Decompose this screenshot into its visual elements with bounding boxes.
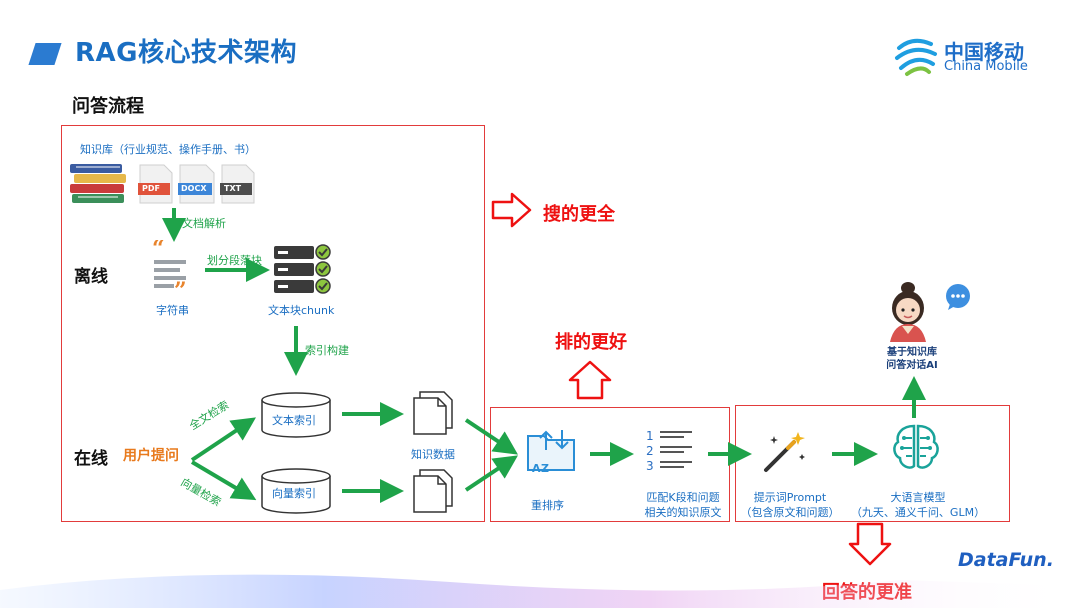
user-question-label: 用户提问: [123, 448, 179, 464]
text-index-db-icon: [261, 392, 331, 438]
page-title: RAG核心技术架构: [75, 38, 297, 68]
match-label-line1: 匹配K段和问题: [646, 491, 720, 504]
rerank-sort-icon: [527, 430, 575, 471]
offline-online-frame: [61, 125, 485, 522]
knowledge-data-label: 知识数据: [411, 448, 455, 461]
section-title: 问答流程: [72, 96, 144, 117]
knowledge-base-label: 知识库（行业规范、操作手册、书）: [80, 143, 256, 156]
svg-text:”: ”: [174, 278, 187, 296]
goal-search-label: 搜的更全: [543, 204, 615, 225]
numbered-list-icon: 1 2 3: [646, 429, 692, 472]
pdf-file-icon: [138, 164, 173, 204]
online-stage-label: 在线: [74, 449, 108, 469]
datafun-logo: DataFun.: [958, 549, 1054, 571]
svg-text:“: “: [152, 240, 165, 262]
brand-name-en: China Mobile: [944, 59, 1028, 74]
ai-label-line1: 基于知识库: [887, 347, 937, 358]
svg-text:1: 1: [646, 429, 654, 443]
index-step-label: 索引构建: [305, 344, 349, 357]
svg-text:3: 3: [646, 459, 654, 472]
llm-label-line1: 大语言模型: [890, 491, 946, 504]
text-chunk-icon: [274, 244, 331, 294]
magic-wand-icon: [764, 432, 805, 472]
split-step-label: 划分段落块: [207, 254, 262, 267]
chunk-label: 文本块chunk: [268, 304, 335, 317]
goal-rank-label: 排的更好: [555, 332, 627, 353]
string-label: 字符串: [156, 304, 189, 317]
text-index-label: 文本索引: [272, 414, 316, 427]
ai-label-line2: 问答对话AI: [886, 360, 938, 371]
llm-label-line2: （九天、通义千问、GLM）: [850, 506, 986, 519]
china-mobile-logo-icon: [895, 38, 937, 76]
rerank-sort-glyph: A: [532, 462, 541, 475]
llm-brain-icon: [893, 424, 939, 469]
vector-index-label: 向量索引: [272, 487, 316, 500]
string-quote-icon: “ ”: [152, 240, 187, 296]
ai-assistant-avatar-icon: [890, 282, 970, 342]
ai-label: 基于知识库 问答对话AI: [872, 346, 952, 372]
rerank-sort-glyph-z: Z: [541, 462, 549, 475]
prompt-label-line2: （包含原文和问题）: [740, 506, 840, 519]
prompt-label: 提示词Prompt （包含原文和问题）: [735, 490, 845, 520]
knowledge-docs-icon-2: [413, 469, 453, 513]
bottom-wave-decoration: [0, 574, 1080, 608]
docx-label: DOCX: [181, 184, 207, 193]
llm-label: 大语言模型 （九天、通义千问、GLM）: [843, 490, 993, 520]
match-label-line2: 相关的知识原文: [644, 506, 722, 519]
txt-file-icon: [220, 164, 255, 204]
svg-text:2: 2: [646, 444, 654, 458]
docx-file-icon: [178, 164, 215, 204]
match-label: 匹配K段和问题 相关的知识原文: [638, 490, 728, 520]
vector-index-db-icon: [261, 468, 331, 514]
knowledge-docs-icon: [413, 391, 453, 435]
pdf-label: PDF: [142, 184, 160, 193]
brand-name-cn: 中国移动: [944, 40, 1024, 64]
prompt-label-line1: 提示词Prompt: [753, 491, 827, 504]
offline-stage-label: 离线: [74, 267, 108, 287]
parse-step-label: 文档解析: [182, 217, 226, 230]
rerank-label: 重排序: [531, 499, 564, 512]
books-icon: [70, 164, 126, 203]
txt-label: TXT: [224, 184, 242, 193]
